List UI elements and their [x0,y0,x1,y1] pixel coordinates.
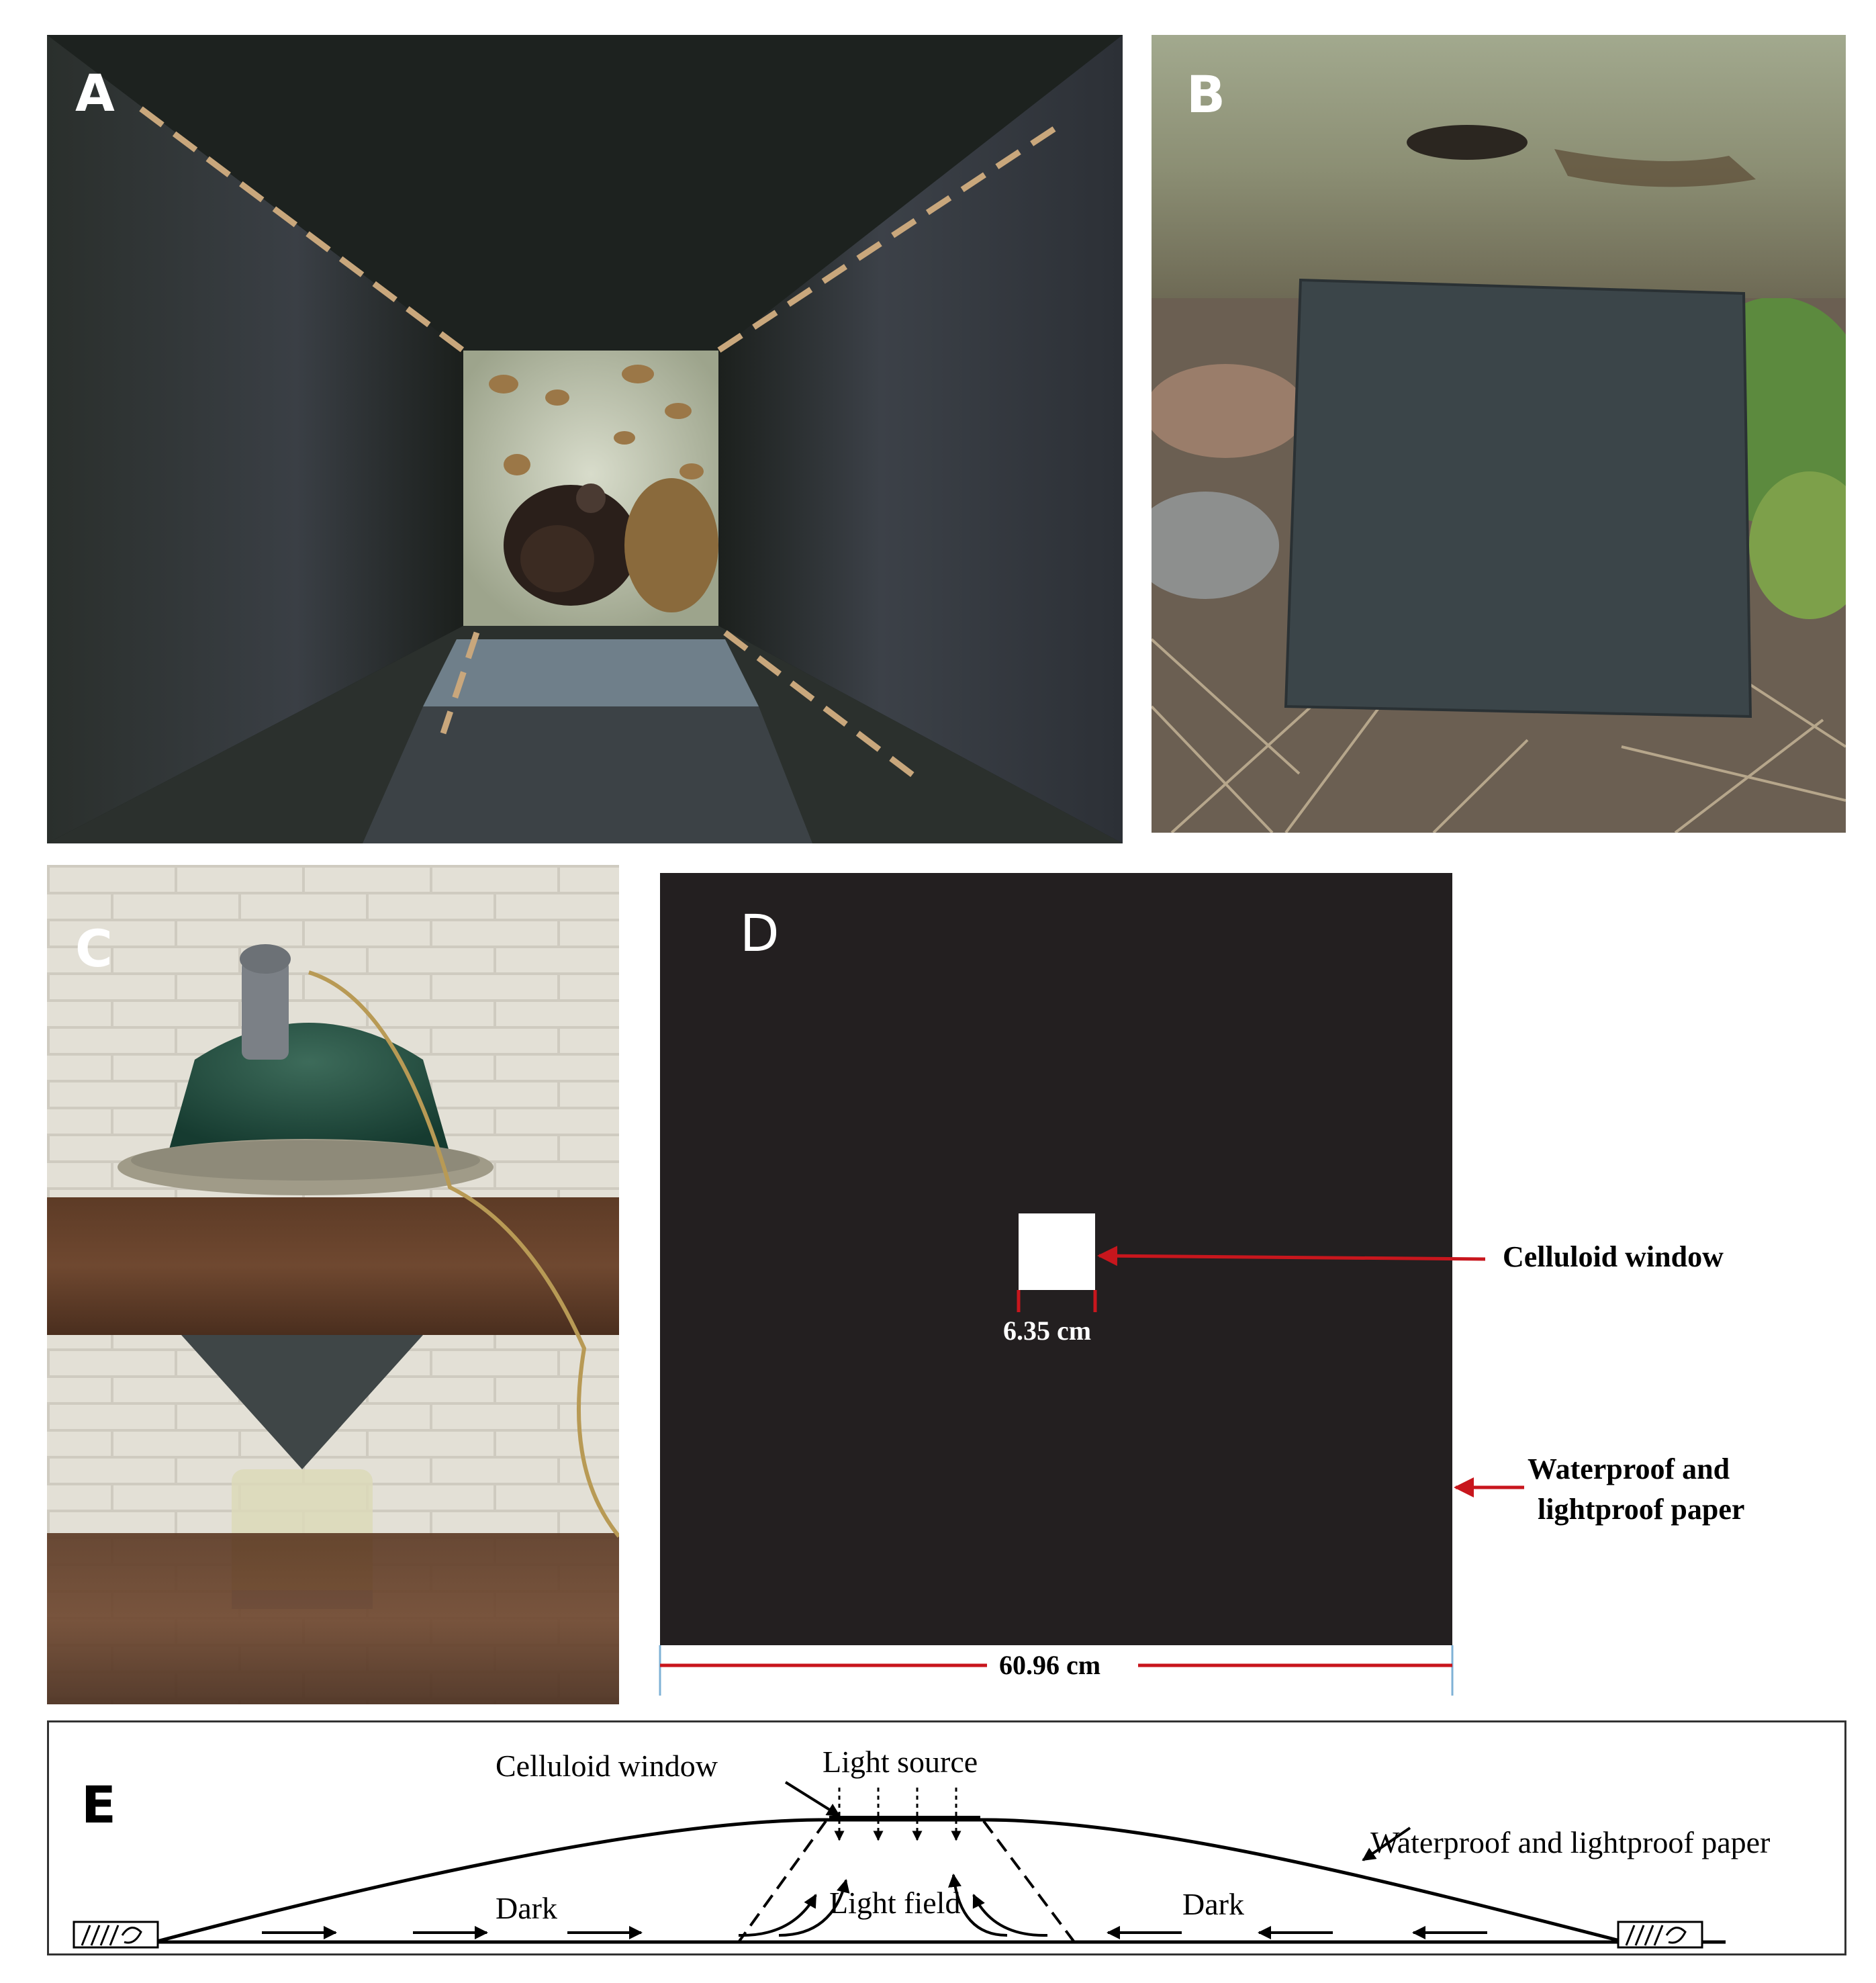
window-size-text: 6.35 cm [1003,1316,1092,1346]
panel-e-diagram: E Celluloid window Light source Waterpro… [47,1720,1846,1955]
panel-d-label: D [740,903,780,963]
sheet-width-text: 60.96 cm [999,1650,1101,1680]
light-field-boundary [737,1820,1076,1943]
paper-label-line1: Waterproof and [1528,1452,1730,1485]
panel-e-drawing [73,1781,1726,1949]
e-light-field-label: Light field [829,1886,961,1920]
e-celluloid-window-label: Celluloid window [496,1749,718,1783]
log-right [1617,1921,1703,1949]
paper-label-line2: lightproof paper [1538,1493,1745,1526]
panel-a-photo: A [47,35,1123,843]
panel-c-illustration [47,865,619,1704]
window-pointer-arrow [1097,1246,1486,1266]
log-left [73,1921,159,1949]
panel-d-diagram: D 6.35 cm Celluloid window Waterproof an… [658,866,1876,1706]
e-dark-left-label: Dark [496,1891,557,1925]
panel-a-illustration [47,35,1123,843]
e-dark-right-label: Dark [1182,1887,1244,1921]
e-paper-label: Waterproof and lightproof paper [1370,1825,1771,1859]
panel-c-label: C [75,919,113,978]
panel-b-illustration [1152,35,1846,833]
panel-b-photo: B [1152,35,1846,833]
panel-d-drawing [659,873,1524,1696]
panel-c-photo: C [47,865,619,1704]
turning-arrows [738,1874,1048,1937]
celluloid-window [1019,1213,1095,1290]
panel-b-label: B [1186,64,1225,124]
window-size-bracket [1017,1290,1097,1312]
panel-a-label: A [75,63,115,123]
celluloid-window-label: Celluloid window [1503,1240,1724,1273]
e-light-source-label: Light source [823,1745,978,1779]
panel-e-label: E [81,1775,116,1835]
paper-leader-arrow [1362,1827,1411,1861]
light-rays [834,1788,962,1841]
window-leader-arrow [784,1781,841,1817]
